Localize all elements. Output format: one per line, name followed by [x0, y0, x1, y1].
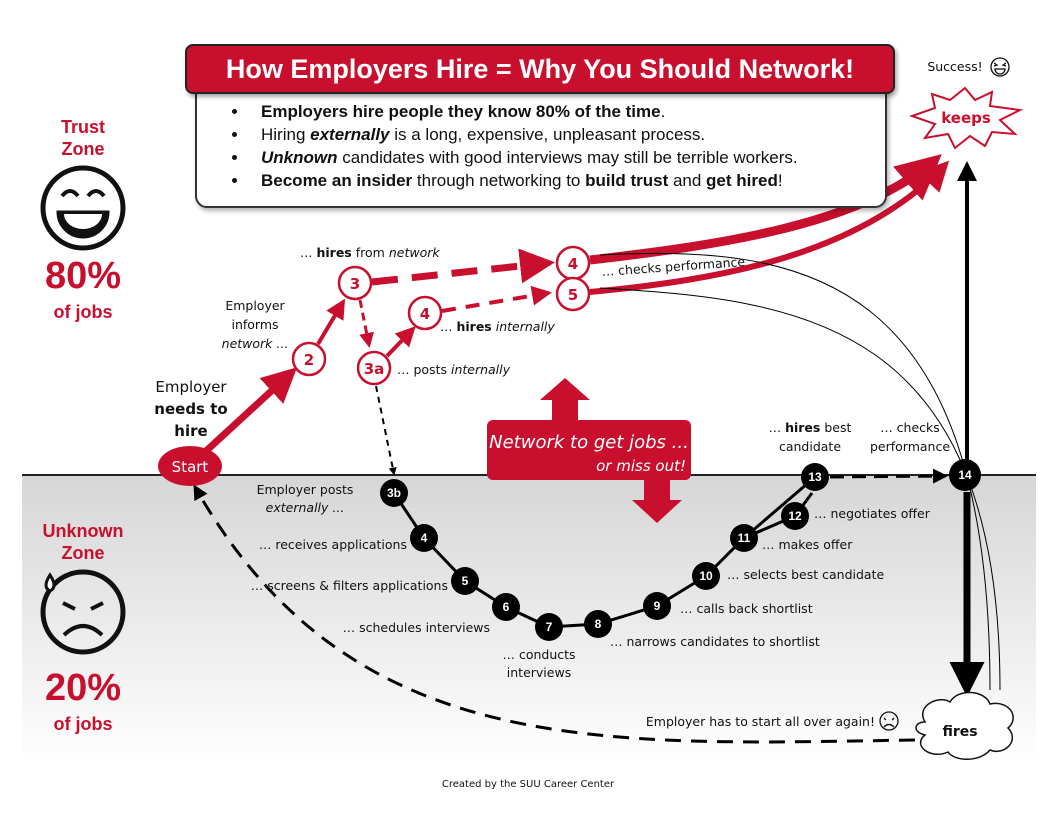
external-node-label: 8	[595, 617, 602, 631]
hires-best-2: candidate	[779, 439, 841, 454]
step-conducts-2: interviews	[507, 665, 571, 680]
step-negotiates: … negotiates offer	[814, 506, 931, 521]
start-text-2: needs to	[154, 400, 227, 418]
posts-externally-1: Employer posts	[257, 482, 354, 497]
credit: Created by the SUU Career Center	[442, 779, 615, 790]
dashed-arrow-3a-3b	[375, 385, 397, 476]
step-calls-back: … calls back shortlist	[680, 601, 813, 616]
external-node-label: 6	[503, 600, 510, 614]
external-node-label: 7	[546, 620, 553, 634]
external-node-label: 4	[421, 531, 428, 545]
external-node-label: 13	[808, 470, 822, 484]
node-4-network: 4	[568, 255, 578, 273]
external-node-label: 11	[738, 531, 751, 545]
hires-from-network: … hires from network	[300, 245, 440, 260]
external-node-10	[692, 562, 720, 590]
external-node-12	[781, 502, 809, 530]
bullet-1: Employers hire people they know 80% of t…	[249, 100, 885, 123]
external-node-label: 3b	[387, 486, 401, 500]
checks-performance-2: performance	[870, 439, 950, 454]
fires-cloud	[915, 691, 1014, 760]
external-arrows	[193, 161, 985, 744]
node-5-network: 5	[568, 286, 578, 304]
sad-sweat-face-icon	[40, 569, 126, 655]
start-over-label: Employer has to start all over again!	[646, 714, 875, 729]
network-callout-arrows	[487, 378, 691, 523]
external-node-6	[492, 593, 520, 621]
trust-zone-percent: 80%	[44, 255, 122, 297]
external-node-13	[801, 463, 829, 491]
unknown-zone-percent: 20%	[44, 667, 122, 709]
step-schedules: … schedules interviews	[343, 620, 490, 635]
node-3: 3	[350, 275, 360, 293]
callout-line2: or miss out!	[596, 457, 686, 475]
bullet-2: Hiring externally is a long, expensive, …	[249, 123, 885, 146]
external-node-9	[643, 592, 671, 620]
start-label: Start	[172, 458, 209, 476]
step-receives: … receives applications	[259, 537, 407, 552]
node-2: 2	[304, 351, 314, 369]
external-node-4	[410, 524, 438, 552]
external-node-label: 14	[958, 468, 972, 482]
success-label: Success!	[927, 59, 982, 74]
step-conducts-1: … conducts	[502, 647, 575, 662]
hires-best-1: … hires best	[769, 420, 852, 435]
callout-line1: Network to get jobs ...	[489, 432, 689, 453]
posts-externally-2: externally ...	[266, 500, 345, 515]
laughing-face-icon	[990, 57, 1010, 77]
node-4-internal: 4	[420, 305, 430, 323]
external-node-label: 9	[654, 599, 661, 613]
external-node-label: 12	[788, 509, 802, 523]
key-points: Employers hire people they know 80% of t…	[195, 88, 887, 208]
bullet-4: Become an insider through networking to …	[249, 169, 885, 192]
keeps-burst	[908, 86, 1024, 150]
network-nodes	[291, 245, 591, 386]
fires-label: fires	[942, 724, 977, 740]
start-text-1: Employer	[155, 378, 227, 396]
bullet-3: Unknown candidates with good interviews …	[249, 146, 885, 169]
keeps-label: keeps	[941, 109, 991, 127]
page-title: How Employers Hire = Why You Should Netw…	[185, 44, 895, 94]
external-node-14	[949, 459, 981, 491]
start-node	[158, 446, 222, 486]
start-text-3: hire	[174, 422, 207, 440]
unknown-zone-sub: of jobs	[53, 714, 113, 734]
trust-zone-sub: of jobs	[53, 302, 113, 322]
external-node-11	[730, 524, 758, 552]
step-screens: … screens & filters applications	[251, 578, 448, 593]
external-node-3b	[380, 479, 408, 507]
external-node-8	[584, 610, 612, 638]
hires-internally: … hires internally	[440, 319, 555, 334]
unknown-zone-background	[22, 475, 1036, 765]
posts-internally: … posts internally	[397, 362, 511, 377]
step-narrows: … narrows candidates to shortlist	[610, 634, 820, 649]
step-selects: … selects best candidate	[727, 567, 884, 582]
node-3a: 3a	[364, 360, 385, 378]
external-nodes: 3b 4 5 6 7 8 9 10 11 12 13 14	[380, 459, 981, 641]
happy-face-icon	[40, 165, 126, 251]
informs-2: informs	[231, 317, 278, 332]
external-node-label: 5	[462, 574, 469, 588]
informs-3: network ...	[222, 336, 289, 351]
external-node-5	[451, 567, 479, 595]
sad-face-small-icon	[879, 711, 899, 731]
informs-1: Employer	[225, 298, 285, 313]
external-node-label: 10	[699, 569, 713, 583]
step-makes-offer: … makes offer	[762, 537, 853, 552]
checks-performance-1: … checks	[880, 420, 940, 435]
network-arrows	[202, 154, 1001, 691]
external-node-7	[535, 613, 563, 641]
